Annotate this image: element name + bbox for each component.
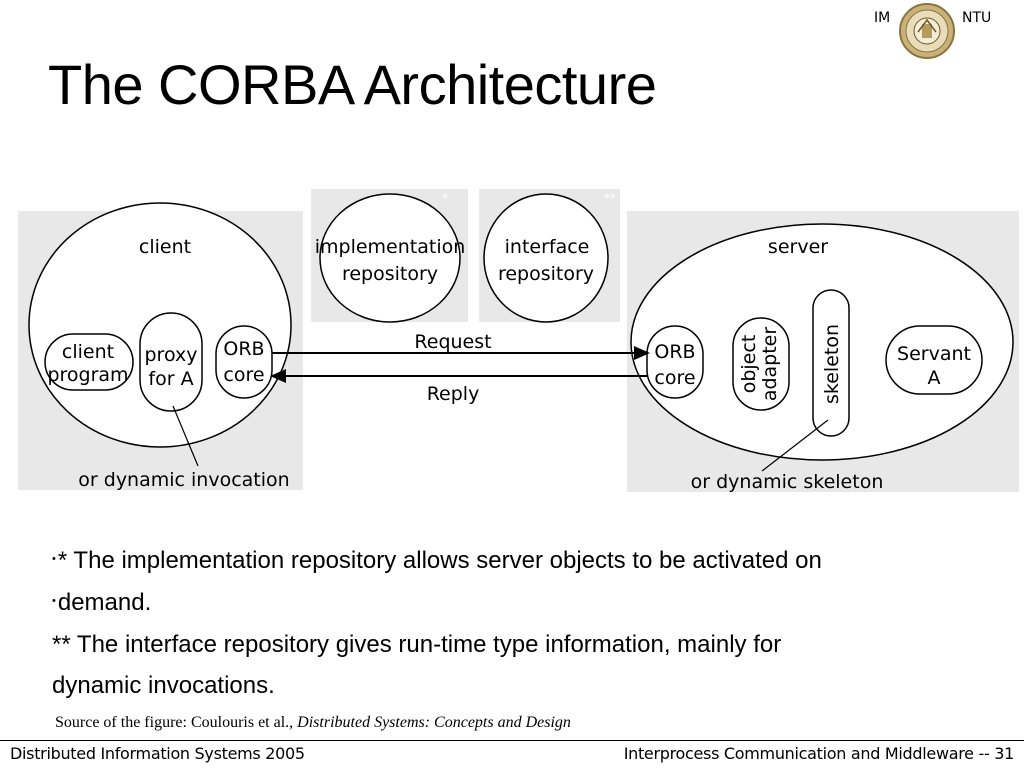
server-callout-line	[761, 419, 829, 472]
university-logo: IM NTU	[852, 2, 1002, 62]
client-callout-text: or dynamic invocation	[78, 469, 289, 491]
client-panel: client client program proxy for A ORB co…	[18, 202, 303, 491]
proxy-line2: for A	[148, 368, 193, 390]
notes: •* The implementation repository allows …	[52, 540, 992, 706]
footer-divider	[0, 740, 1024, 741]
servant-line1: Servant	[897, 343, 971, 365]
client-program-box: client program	[44, 333, 134, 391]
footer-topic-page: Interprocess Communication and Middlewar…	[623, 744, 1015, 763]
request-label: Request	[414, 331, 491, 353]
client-callout-line	[172, 405, 199, 467]
note-line-3: ** The interface repository gives run-ti…	[52, 631, 782, 659]
server-orb-line2: core	[654, 367, 695, 389]
object-adapter-line1: object	[738, 335, 760, 394]
footer-course: Distributed Information Systems 2005	[10, 744, 305, 763]
interface-repository-panel: interface repository **	[479, 189, 620, 323]
university-seal-icon	[899, 3, 955, 59]
skeleton-box: skeleton	[812, 289, 850, 437]
client-label: client	[139, 236, 191, 258]
page-title: The CORBA Architecture	[48, 53, 657, 116]
reply-arrow: Reply	[270, 369, 647, 405]
server-label: server	[768, 236, 828, 258]
server-orb-line1: ORB	[654, 341, 695, 363]
reply-label: Reply	[427, 383, 480, 405]
proxy-line1: proxy	[145, 344, 198, 366]
servant-box: Servant A	[885, 325, 983, 395]
impl-repo-line2: repository	[342, 263, 438, 285]
book-title: Distributed Systems: Concepts and Design	[297, 714, 571, 731]
corba-architecture-diagram: client client program proxy for A ORB co…	[18, 189, 1019, 493]
implementation-repository-panel: implementation repository *	[311, 189, 468, 323]
bullet-icon: •	[52, 553, 56, 566]
client-program-line2: program	[47, 364, 128, 386]
client-orb-core-box: ORB core	[215, 325, 273, 399]
object-adapter-box: object adapter	[732, 317, 790, 411]
note-line-2: •demand.	[52, 589, 152, 617]
impl-repo-asterisk: *	[442, 191, 448, 205]
request-arrow: Request	[272, 331, 650, 360]
client-orb-line2: core	[223, 364, 264, 386]
intf-repo-line1: interface	[505, 236, 590, 258]
servant-line2: A	[928, 367, 941, 389]
client-program-line1: client	[62, 341, 114, 363]
server-callout-text: or dynamic skeleton	[691, 471, 884, 493]
client-orb-line1: ORB	[223, 338, 264, 360]
server-orb-core-box: ORB core	[646, 325, 704, 399]
intf-repo-line2: repository	[498, 263, 594, 285]
skeleton-label: skeleton	[821, 324, 843, 404]
logo-im-text: IM	[874, 10, 891, 26]
note-line-1: •* The implementation repository allows …	[52, 547, 822, 574]
logo-ntu-text: NTU	[962, 10, 992, 26]
note-line-4: dynamic invocations.	[52, 672, 275, 700]
object-adapter-line2: adapter	[759, 327, 781, 402]
impl-repo-line1: implementation	[315, 236, 466, 258]
figure-source: Source of the figure: Coulouris et al., …	[55, 714, 571, 731]
server-panel: server ORB core object adapter skeleton …	[627, 211, 1019, 493]
intf-repo-asterisks: **	[604, 191, 616, 205]
proxy-box: proxy for A	[139, 312, 203, 412]
bullet-icon: •	[52, 595, 56, 608]
